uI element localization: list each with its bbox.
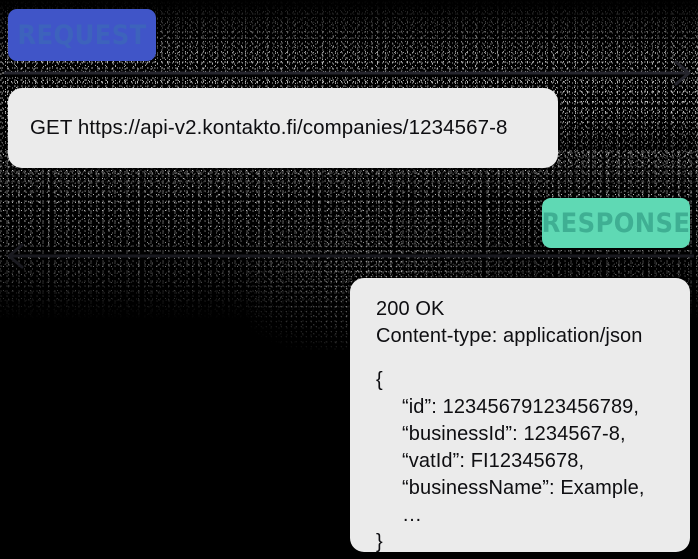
- request-url-text: GET https://api-v2.kontakto.fi/companies…: [30, 116, 508, 139]
- response-body-field-id: “id”: 12345679123456789,: [402, 396, 640, 418]
- response-body-close-brace: }: [376, 531, 383, 553]
- response-status-line: 200 OK: [376, 298, 445, 320]
- response-body-open-brace: {: [376, 369, 383, 391]
- response-body-field-businessid: “businessId”: 1234567-8,: [402, 423, 626, 445]
- response-body-field-vatid: “vatId”: FI12345678,: [402, 450, 585, 472]
- response-badge: RESPONSE: [542, 198, 690, 248]
- response-badge-label: RESPONSE: [541, 207, 691, 239]
- request-card: GET https://api-v2.kontakto.fi/companies…: [8, 88, 558, 168]
- response-content-type-line: Content-type: application/json: [376, 325, 643, 347]
- response-body-field-businessname: “businessName”: Example,: [402, 477, 645, 499]
- response-card: 200 OK Content-type: application/json { …: [350, 278, 690, 553]
- response-body-spacer: [376, 350, 690, 367]
- request-arrow-right-icon: [4, 60, 691, 86]
- response-body-ellipsis: …: [402, 504, 423, 526]
- request-badge: REQUEST: [8, 9, 156, 61]
- request-badge-label: REQUEST: [17, 19, 147, 51]
